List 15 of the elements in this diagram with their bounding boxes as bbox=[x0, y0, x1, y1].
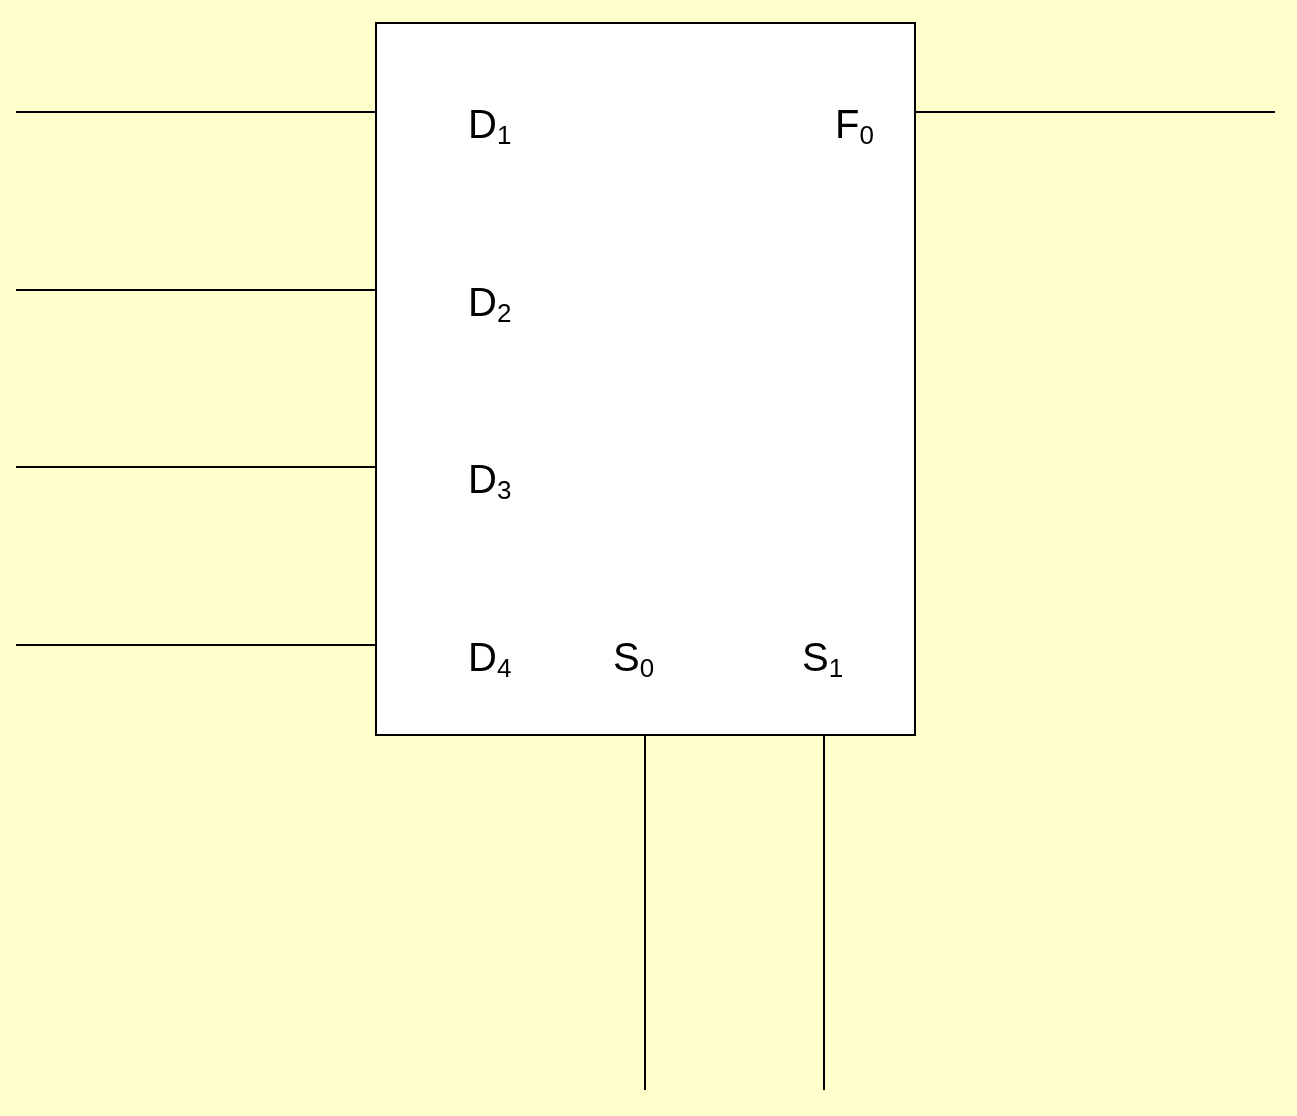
wire bbox=[15, 111, 376, 113]
pin-label: D$_{4}$ bbox=[377, 637, 512, 677]
pin-label: D$_{3}$ bbox=[377, 459, 512, 499]
multiplexer-box bbox=[375, 22, 916, 736]
wire bbox=[823, 735, 825, 1091]
pin-label: D$_{2}$ bbox=[377, 282, 512, 322]
wire bbox=[15, 644, 376, 646]
pin-label: D$_{1}$ bbox=[377, 104, 512, 144]
wire bbox=[644, 735, 646, 1091]
wire bbox=[15, 289, 376, 291]
pin-label: S$_{0}$ bbox=[613, 637, 655, 734]
pin-label: S$_{1}$ bbox=[802, 637, 844, 734]
wire bbox=[15, 466, 376, 468]
wire bbox=[915, 111, 1276, 113]
pin-label: F$_{0}$ bbox=[835, 104, 914, 144]
